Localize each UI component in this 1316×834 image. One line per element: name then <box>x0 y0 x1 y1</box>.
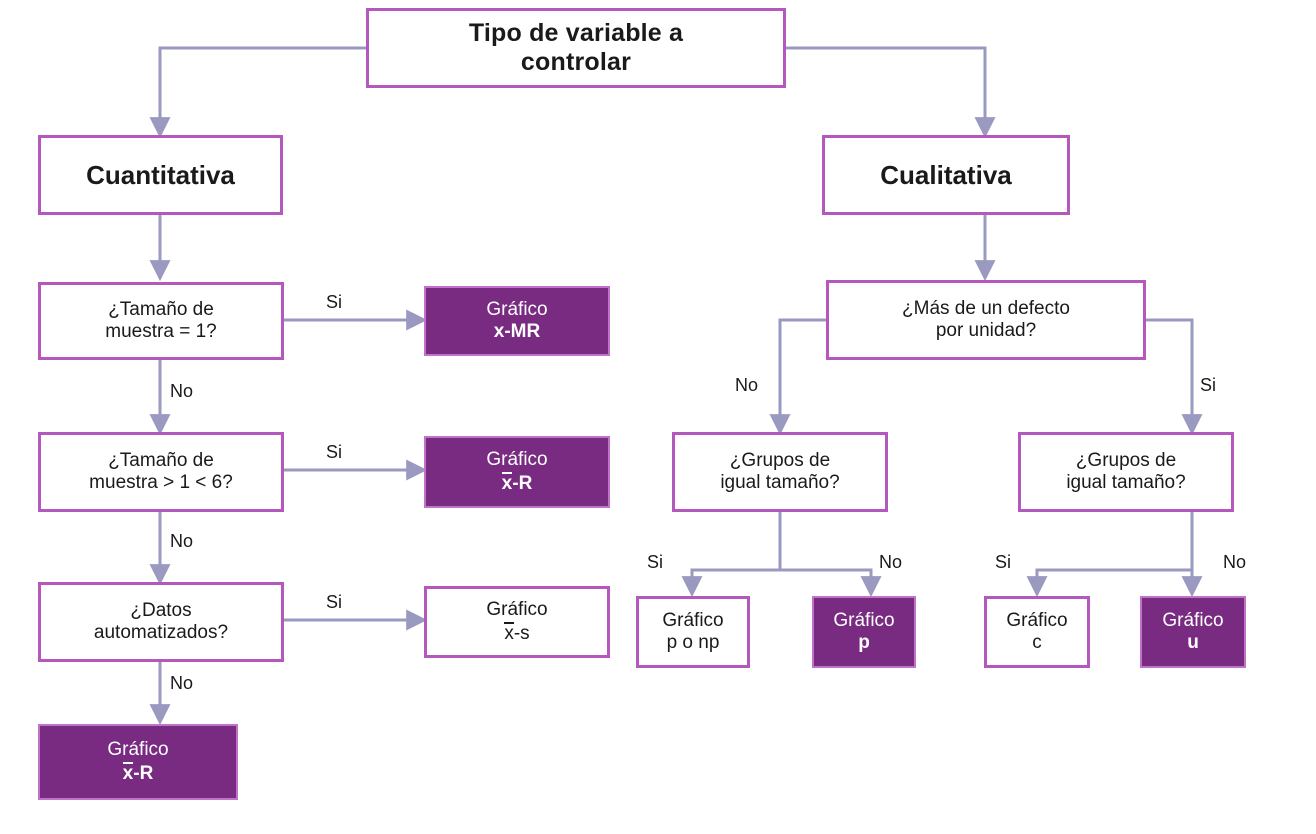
node-left-q1[interactable]: ¿Tamaño de muestra = 1? <box>38 282 284 360</box>
node-title[interactable]: Tipo de variable a controlar <box>366 8 786 88</box>
edge-label-right-q2b-si: Si <box>995 552 1012 572</box>
edge-label-left-q2-no: No <box>170 531 194 551</box>
node-right-q2a[interactable]: ¿Grupos de igual tamaño? <box>672 432 888 512</box>
edge-label-left-q1-no: No <box>170 381 194 401</box>
node-cualitativa[interactable]: Cualitativa <box>822 135 1070 215</box>
node-cuantitativa-text: Cuantitativa <box>86 159 235 190</box>
node-title-text: Tipo de variable a controlar <box>468 18 684 77</box>
node-left-q3-text: ¿Datos automatizados? <box>93 599 229 643</box>
node-right-q2a-text: ¿Grupos de igual tamaño? <box>720 449 840 493</box>
node-left-q2[interactable]: ¿Tamaño de muestra > 1 < 6? <box>38 432 284 512</box>
node-left-q1-text: ¿Tamaño de muestra = 1? <box>105 298 217 342</box>
edge-title-to-cuantitativa <box>149 46 366 139</box>
edge-label-right-q2a-no: No <box>879 552 903 572</box>
node-left-q3[interactable]: ¿Datos automatizados? <box>38 582 284 662</box>
edge-rq1-si <box>1146 318 1203 436</box>
edge-label-left-q3-no: No <box>170 673 194 693</box>
node-right-q1-text: ¿Más de un defecto por unidad? <box>902 297 1070 341</box>
edge-label-left-q1-si: Si <box>326 292 343 312</box>
edge-label-right-q1-si: Si <box>1200 375 1217 395</box>
edge-label-right-q1-no: No <box>735 375 759 395</box>
edge-rq1-no <box>769 318 826 436</box>
edge-label-right-q2b-no: No <box>1223 552 1247 572</box>
node-right-q1[interactable]: ¿Más de un defecto por unidad? <box>826 280 1146 360</box>
node-cualitativa-text: Cualitativa <box>880 159 1012 190</box>
edge-label-right-q2a-si: Si <box>647 552 664 572</box>
edge-label-left-q2-si: Si <box>326 442 343 462</box>
node-right-q2b-text: ¿Grupos de igual tamaño? <box>1066 449 1186 493</box>
node-left-q2-text: ¿Tamaño de muestra > 1 < 6? <box>89 449 233 493</box>
node-cuantitativa[interactable]: Cuantitativa <box>38 135 283 215</box>
edge-title-to-cualitativa <box>786 46 996 139</box>
edge-label-left-q3-si: Si <box>326 592 343 612</box>
edge-rq2a-no <box>778 512 882 598</box>
node-right-q2b[interactable]: ¿Grupos de igual tamaño? <box>1018 432 1234 512</box>
edge-rq2b-si <box>1026 512 1194 598</box>
edge-rq2a-si <box>681 512 782 598</box>
